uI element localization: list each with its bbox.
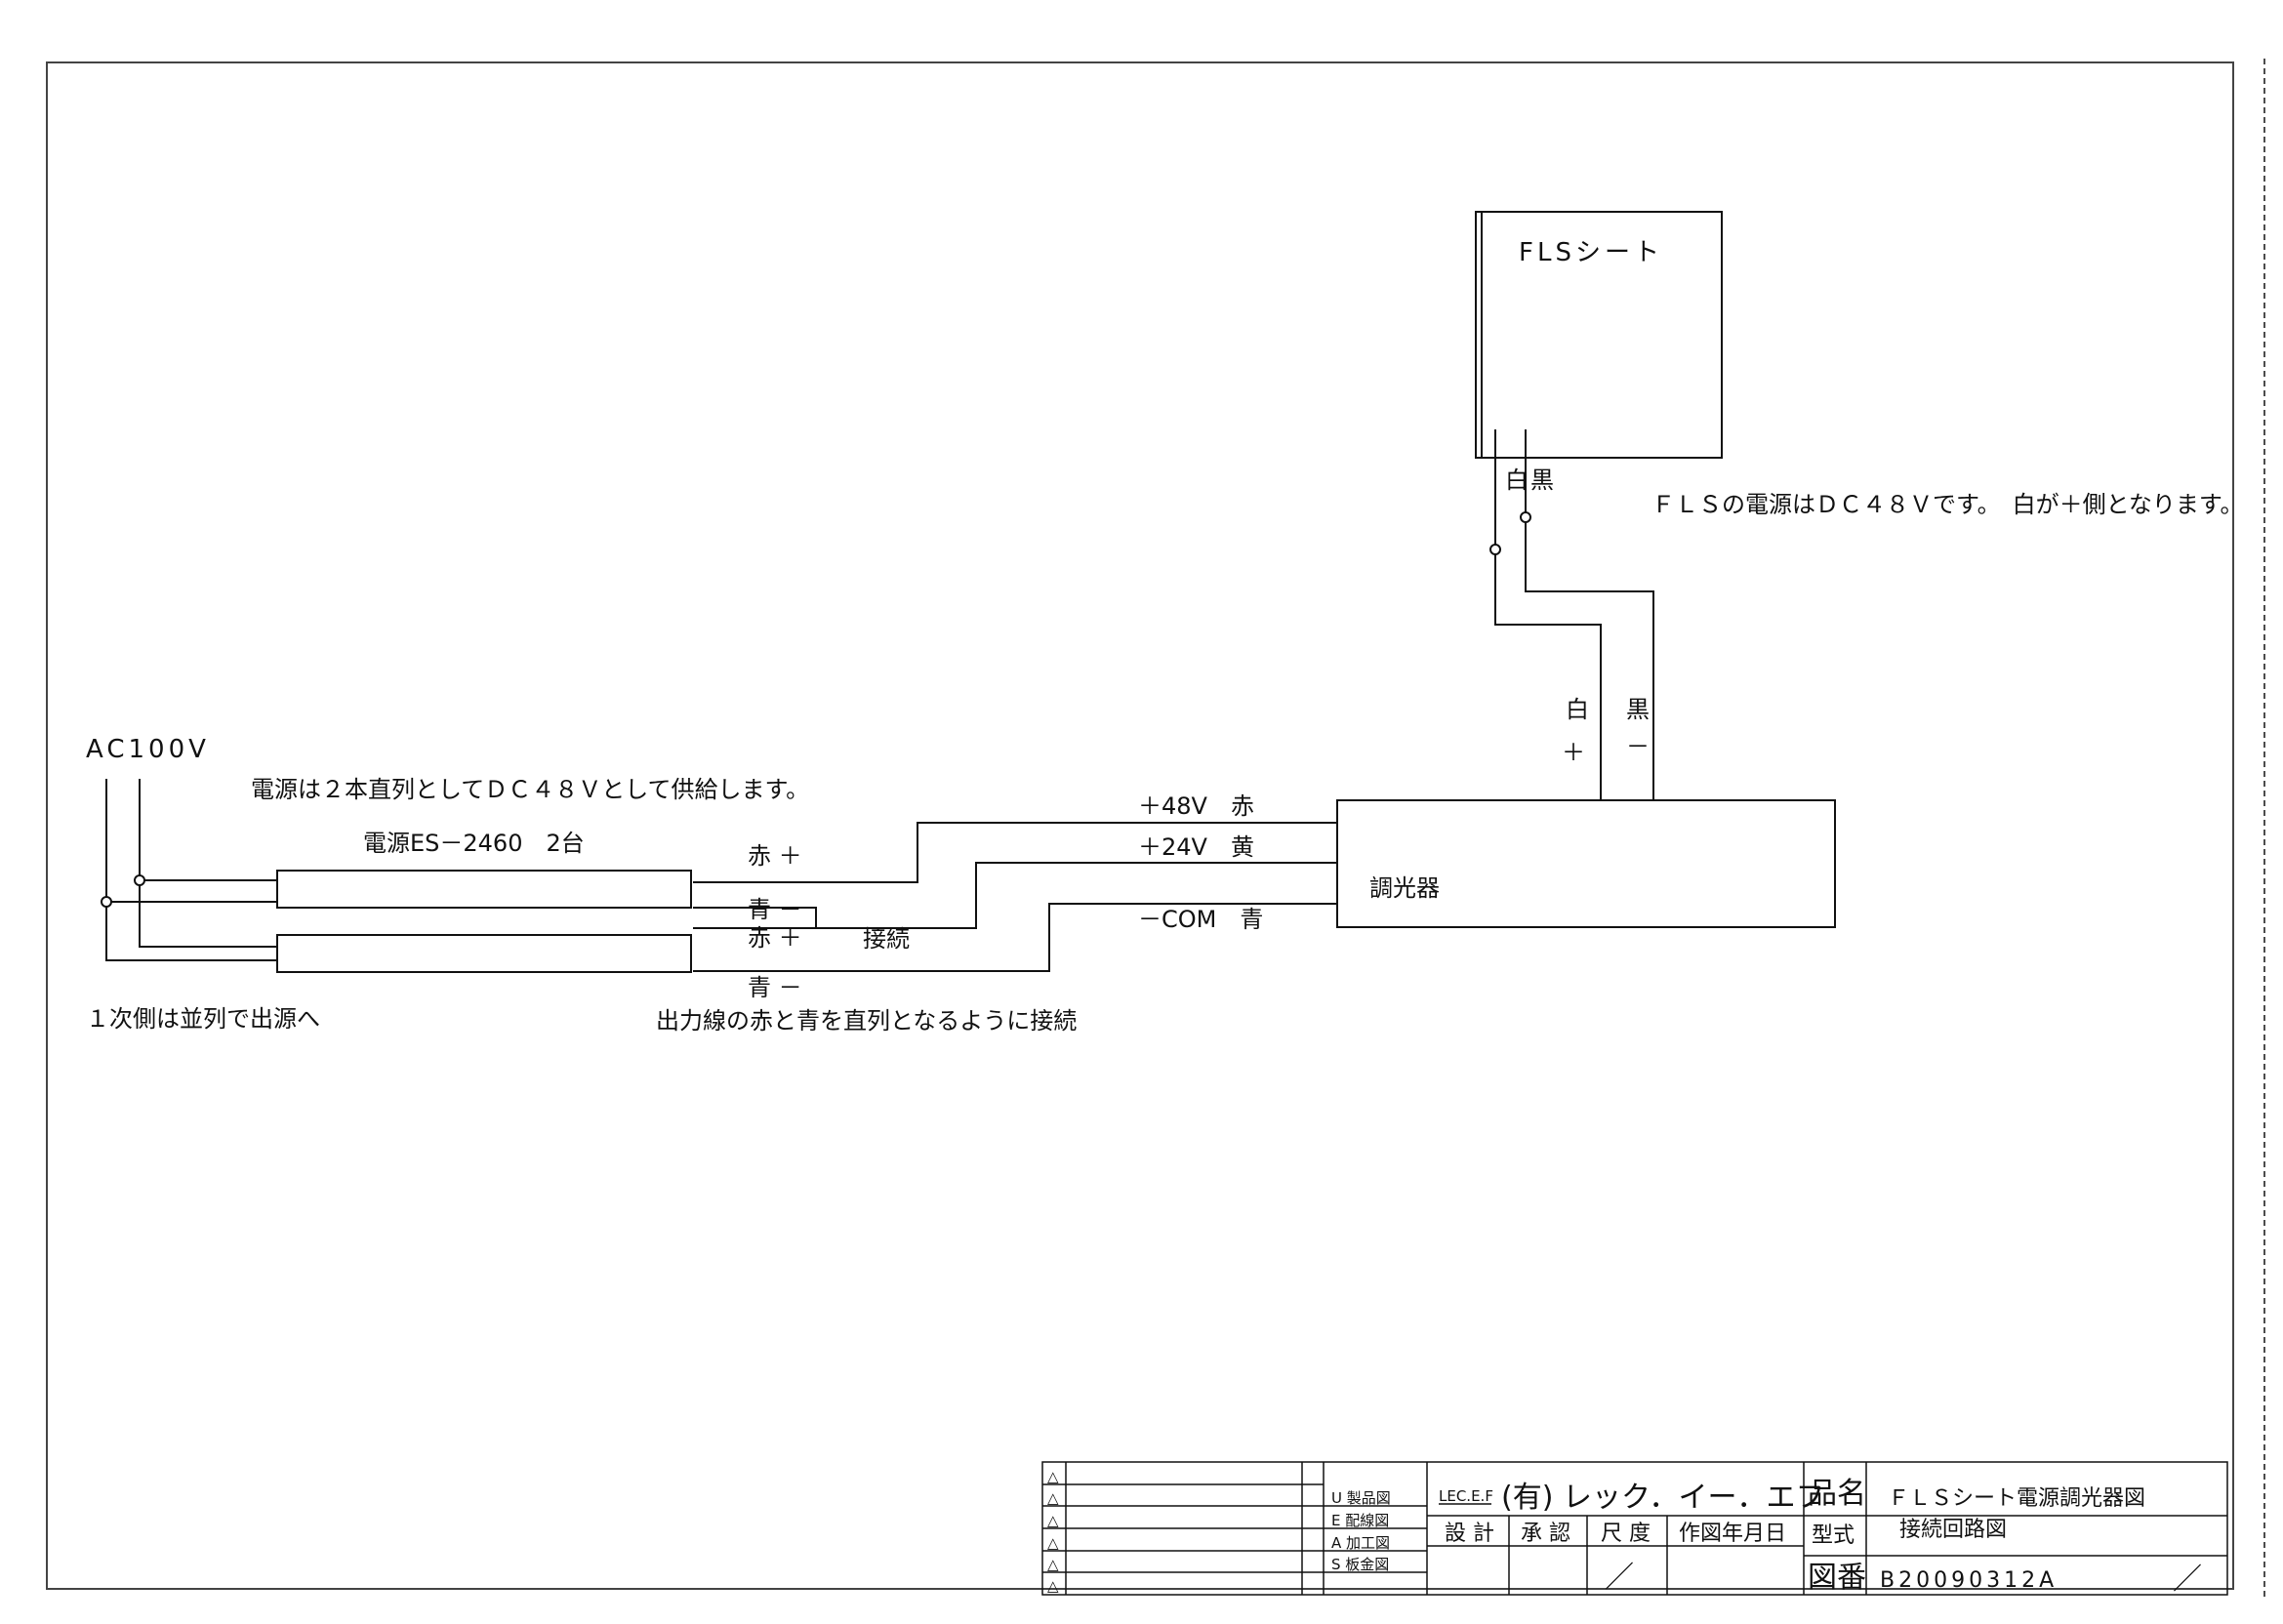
fls-sheet: FLSシート	[1475, 211, 1723, 459]
psu1-red-plus: 赤 ＋	[748, 842, 802, 870]
psu2-blue-minus: 青 －	[748, 974, 802, 1001]
name-label: 品名	[1808, 1477, 1866, 1511]
wire-black-label: 黒	[1626, 696, 1650, 723]
col-approve: 承 認	[1521, 1522, 1570, 1546]
input-com-label: －COM 青	[1138, 906, 1263, 933]
power-supply-2-box	[276, 934, 692, 973]
input-24v-label: ＋24V 黄	[1138, 833, 1254, 861]
input-48v-label: ＋48V 赤	[1138, 792, 1254, 820]
white-lead-joint	[1489, 544, 1501, 555]
supply-note: 電源は２本直列としてＤＣ４８Ｖとして供給します。	[251, 776, 809, 803]
fls-lead-black-label: 黒	[1530, 467, 1554, 494]
product-name: ＦＬＳシート電源調光器図	[1888, 1486, 2145, 1511]
type-wiring: E 配線図	[1331, 1512, 1389, 1529]
output-series-note: 出力線の赤と青を直列となるように接続	[656, 1007, 1077, 1035]
model-name: 接続回路図	[1899, 1518, 2007, 1542]
wire-white-label: 白	[1566, 696, 1589, 723]
dimmer: 調光器	[1336, 799, 1836, 928]
col-date: 作図年月日	[1679, 1522, 1786, 1546]
type-product: U 製品図	[1331, 1489, 1391, 1507]
col-design: 設 計	[1445, 1522, 1494, 1546]
title-block: △ △ △ △ △ △ U 製品図 E 配線図 A 加工図 S 板金図 LEC.…	[1041, 1461, 2228, 1597]
power-supply-2	[276, 934, 692, 973]
model-label: 型式	[1812, 1523, 1855, 1548]
type-machining: A 加工図	[1331, 1534, 1390, 1552]
scale-value: ／	[1605, 1561, 1634, 1595]
drawing-frame	[46, 61, 2234, 1590]
power-supply-1-box	[276, 870, 692, 909]
col-scale: 尺 度	[1601, 1522, 1651, 1546]
type-sheetmetal: S 板金図	[1331, 1556, 1389, 1573]
psu2-red-plus: 赤 ＋	[748, 924, 802, 952]
ac-joint-right	[134, 874, 145, 886]
power-supply-1	[276, 870, 692, 909]
black-lead-joint	[1520, 511, 1531, 523]
fls-power-note: ＦＬＳの電源はＤＣ４８Ｖです。 白が＋側となります。	[1651, 491, 2243, 518]
rev-mark-5: △	[1047, 1556, 1059, 1573]
sheet-mark: ／	[2173, 1563, 2202, 1597]
fls-sheet-label: FLSシート	[1519, 238, 1663, 267]
ac-line-left	[105, 779, 277, 961]
rev-mark-4: △	[1047, 1534, 1059, 1552]
wire-plus-label: ＋	[1562, 739, 1585, 766]
ac-input-label: AC100V	[86, 735, 210, 764]
fls-white-wire	[1494, 429, 1602, 800]
company-name: (有) レック．イー．エフ	[1501, 1481, 1824, 1515]
fls-black-wire	[1525, 429, 1654, 800]
rev-mark-1: △	[1047, 1468, 1059, 1485]
wire-24v	[693, 862, 1337, 929]
ac-joint-left	[101, 896, 112, 908]
dimmer-label: 調光器	[1369, 874, 1440, 902]
rev-mark-3: △	[1047, 1512, 1059, 1529]
rev-mark-2: △	[1047, 1489, 1059, 1507]
wire-48v	[693, 822, 1337, 883]
rev-mark-6: △	[1047, 1577, 1059, 1595]
dimmer-box	[1336, 799, 1836, 928]
drawing-number: B20090312A	[1880, 1568, 2058, 1593]
connect-label: 接続	[863, 925, 910, 953]
wire-com	[693, 903, 1337, 972]
primary-parallel-note: １次側は並列で出源へ	[86, 1005, 320, 1033]
psu1-blue-minus: 青 －	[748, 896, 802, 923]
power-supply-label: 電源ES－2460 2台	[363, 830, 585, 857]
company-logo: LEC.E.F	[1439, 1487, 1493, 1505]
wire-minus-label: －	[1626, 733, 1650, 760]
series-link-wire	[693, 907, 817, 928]
ac-line-right	[139, 779, 277, 948]
fls-sheet-box	[1475, 211, 1723, 459]
number-label: 図番	[1808, 1561, 1866, 1595]
